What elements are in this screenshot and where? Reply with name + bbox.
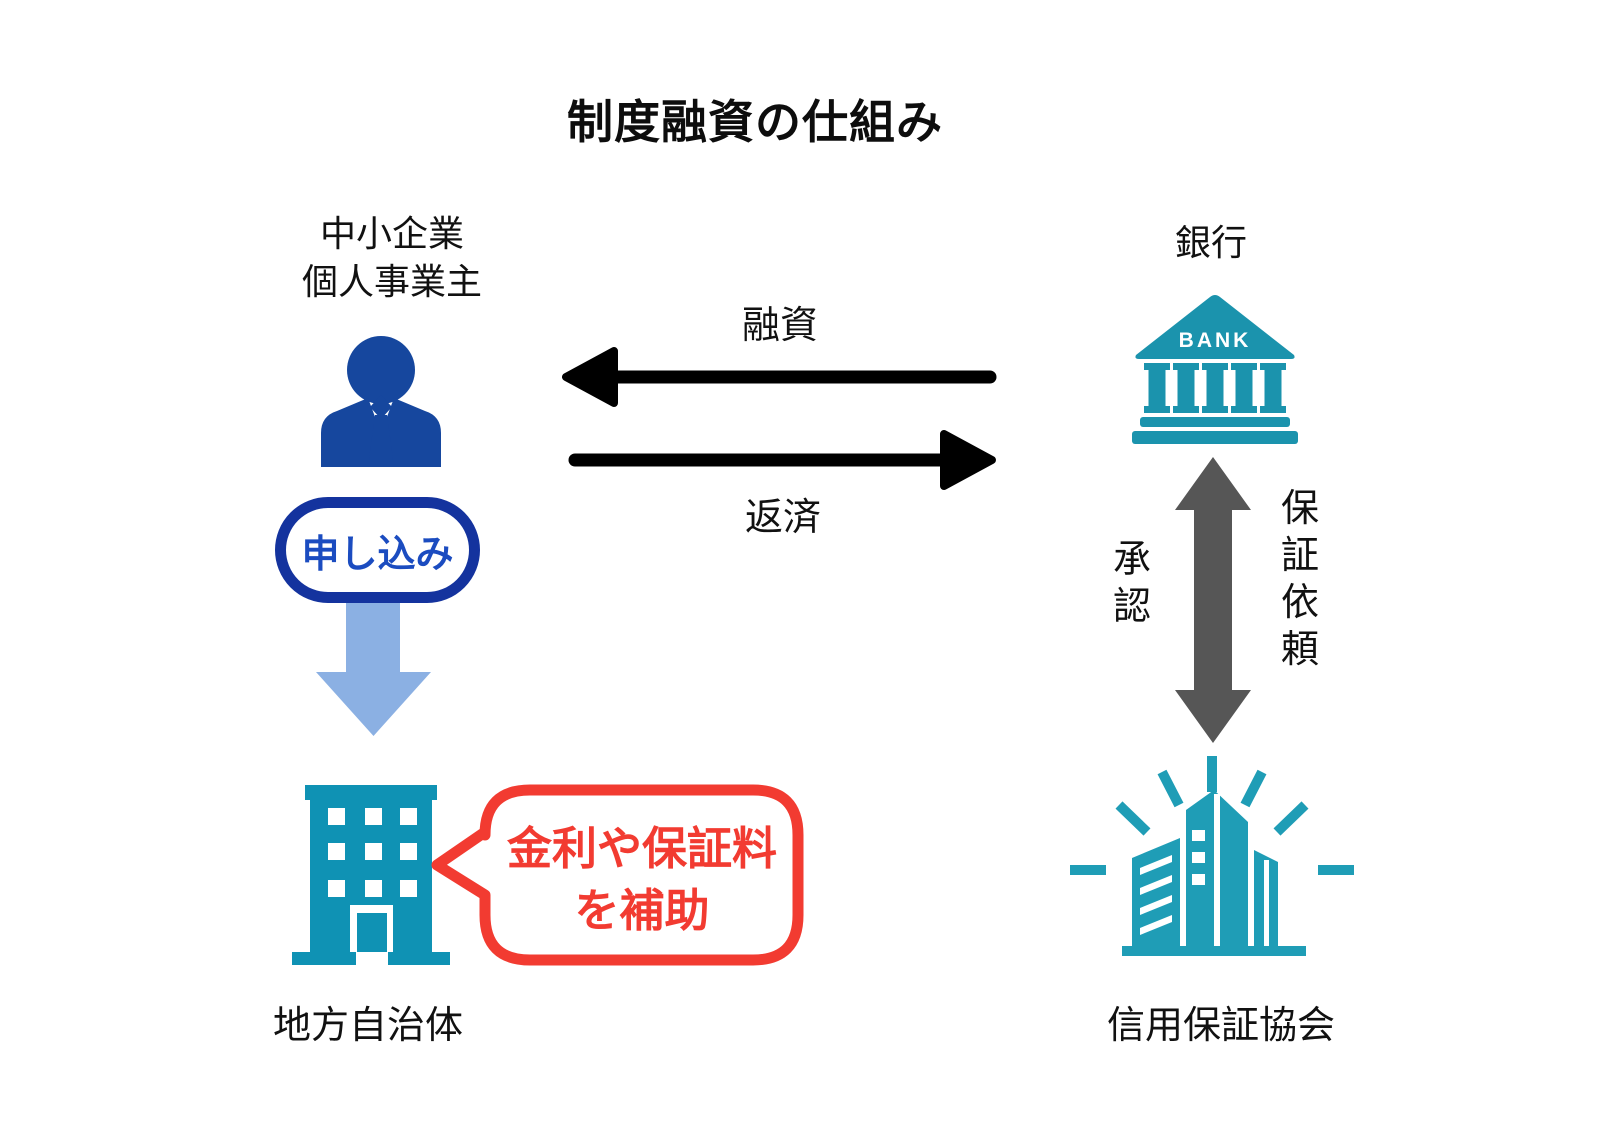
repayment-flow-label: 返済 [744,497,821,539]
local-gov-label: 地方自治体 [272,1005,463,1047]
bank-icon-text: BANK [1179,329,1252,352]
application-down-arrow [316,598,431,736]
loan-arrow [562,347,997,407]
guarantee-request-flow-label: 保証依頼 [1280,488,1319,671]
guarantee-double-arrow [1175,457,1251,743]
gov-windows [328,808,417,897]
sme-label-line1: 中小企業 [319,213,464,254]
shining-buildings-icon [1070,756,1354,956]
bank-label: 銀行 [1174,222,1247,263]
businessperson-icon [321,336,441,467]
assoc-label: 信用保証協会 [1106,1005,1335,1047]
rays [1070,756,1354,875]
approval-flow-label: 承認 [1112,539,1151,628]
application-pill-label: 申し込み [301,533,454,576]
subsidy-bubble-text: 金利や保証料 を補助 [497,818,787,942]
government-building-icon [292,785,450,965]
gov-door [357,913,387,952]
subsidy-line2: を補助 [574,885,710,936]
bank-pediment [1135,295,1295,359]
sme-label: 中小企業 個人事業主 [292,210,492,306]
repayment-arrow [568,430,996,490]
sme-label-line2: 個人事業主 [301,261,482,302]
necktie-shape [370,395,392,419]
bank-columns [1144,363,1286,413]
loan-flow-label: 融資 [741,305,818,347]
subsidy-line1: 金利や保証料 [506,823,777,874]
bank-building-icon: BANK [1132,295,1298,444]
page-title: 制度融資の仕組み [567,96,943,148]
application-pill: 申し込み [275,497,480,603]
